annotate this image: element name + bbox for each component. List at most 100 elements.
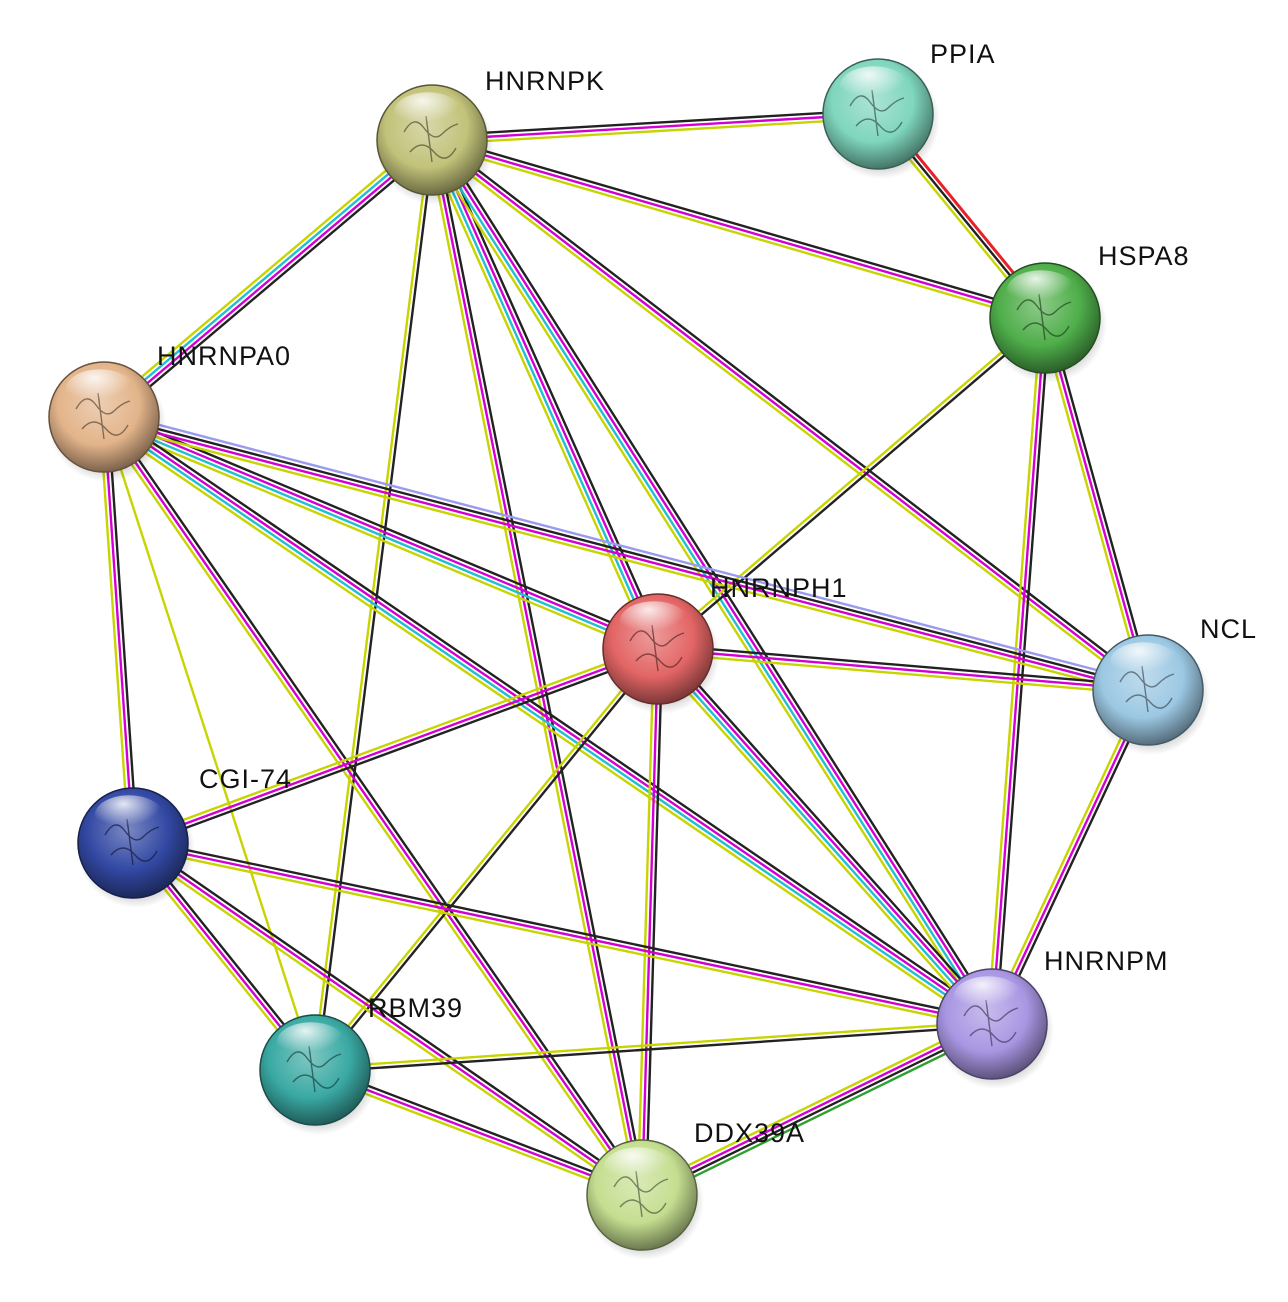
edge-line-database [430,138,1150,692]
edge-line-textmining [986,316,1043,1025]
edge-line-coexpression [645,647,664,1197]
edge-line-textmining [129,845,641,1200]
node-ncl[interactable] [1092,634,1210,755]
edge-line-database [430,112,880,142]
node-label-hnrnpk: HNRNPK [485,66,605,96]
node-gloss [603,1147,673,1187]
edge-line-experiments [101,417,659,653]
node-label-hnrnpa0: HNRNPA0 [157,341,291,371]
edge-line-database [102,417,1149,694]
edge-hnrnph1-cgi-74[interactable] [130,643,661,849]
edge-hnrnph1-hnrnpm[interactable] [652,643,998,1030]
edge-line-coexpression [106,415,139,844]
node-label-cgi-74: CGI-74 [199,764,292,794]
edge-hnrnpa0-hnrnpm[interactable] [99,410,997,1031]
edge-hnrnpa0-rbm39[interactable] [102,415,317,1072]
edge-line-coexpression [106,143,438,423]
edge-line-database [430,138,644,1197]
node-gloss [393,92,463,132]
edge-cgi-74-ddx39a[interactable] [129,838,646,1200]
edge-line-coexpression [132,837,995,1022]
node-hnrnpk[interactable] [376,84,494,205]
edge-hnrnpa0-ncl[interactable] [101,409,1151,698]
edges-layer [98,108,1154,1202]
edge-line-coexpression [661,643,998,1021]
edge-line-coexpression [315,649,661,1073]
edge-line-database [639,1020,993,1195]
edge-line-coexpression [105,410,662,645]
edge-line-experiments [428,139,658,652]
edge-line-textmining [101,421,1148,698]
edge-line-textmining [100,421,657,656]
edge-hspa8-hnrnph1[interactable] [655,315,1048,652]
edge-line-textmining [99,421,990,1031]
edge-line-database [103,413,660,649]
edge-line-coexpression [995,317,1051,1026]
edge-line-coexpression [313,1024,994,1074]
edge-line-textmining [429,142,1046,324]
edge-hnrnph1-rbm39[interactable] [312,646,661,1073]
edge-line-database [640,647,660,1197]
edge-line-coexpression [641,1024,995,1199]
edge-line-textmining [312,646,658,1070]
edge-line-textmining [98,416,131,845]
edge-line-database [103,414,995,1024]
node-gloss [839,66,909,106]
edge-line-textmining [638,1017,991,1191]
edge-line-database [432,137,662,650]
edge-line-textmining [636,647,655,1197]
edge-line-coexpression [432,134,1048,316]
edge-line-textmining [428,142,1147,695]
edge-line-coexpression [434,137,648,1196]
node-gloss [94,795,164,835]
edge-line-textmining [431,116,880,146]
edge-line-textmining [656,652,1149,696]
edge-line-coexpression [133,651,661,849]
edge-hnrnpa0-cgi-74[interactable] [98,415,139,845]
edge-hnrnpk-ddx39a[interactable] [426,137,648,1198]
edge-line-experiments [101,137,432,417]
edge-hnrnpa0-hnrnph1[interactable] [100,410,662,656]
node-label-hnrnph1: HNRNPH1 [710,573,848,603]
edge-line-textmining [98,133,430,414]
edge-hnrnph1-ddx39a[interactable] [636,647,664,1197]
edge-line-database [430,138,1047,320]
edge-hnrnpm-rbm39[interactable] [313,1020,994,1074]
node-gloss [1006,270,1076,310]
node-hnrnpa0[interactable] [48,361,166,482]
edge-line-textmining [426,139,640,1198]
edge-hnrnpa0-ddx39a[interactable] [99,413,647,1199]
node-cgi-74[interactable] [77,787,195,908]
edge-hnrnpm-ddx39a[interactable] [638,1017,996,1202]
node-hspa8[interactable] [989,262,1107,383]
edge-line-textmining [652,652,989,1030]
edge-line-coexpression [433,135,1152,688]
node-label-hspa8: HSPA8 [1098,241,1190,271]
node-label-hnrnpm: HNRNPM [1044,946,1169,976]
edge-line-coexpression [103,413,1150,690]
edge-line-database [104,140,435,420]
edge-line-coexpression [106,410,997,1020]
edge-hspa8-hnrnpm[interactable] [986,316,1051,1026]
node-ppia[interactable] [822,58,940,179]
node-label-rbm39: RBM39 [368,993,463,1023]
edge-hnrnph1-ncl[interactable] [656,643,1150,696]
edge-line-experiments [655,649,992,1027]
edge-hnrnpk-ppia[interactable] [430,108,880,146]
edge-cgi-74-hnrnpm[interactable] [130,837,995,1030]
node-label-ncl: NCL [1200,614,1257,644]
edge-hnrnpk-hnrnpa0[interactable] [98,133,438,423]
node-label-ppia: PPIA [930,39,996,69]
edge-line-database [131,841,644,1197]
node-gloss [65,369,135,409]
node-hnrnpm[interactable] [936,968,1054,1089]
node-rbm39[interactable] [259,1014,377,1135]
node-ddx39a[interactable] [586,1139,704,1260]
edge-line-textmining [425,141,654,653]
node-gloss [276,1022,346,1062]
edge-hnrnpk-hspa8[interactable] [429,134,1048,324]
node-label-ddx39a: DDX39A [694,1118,805,1148]
edge-line-textmining [130,643,658,841]
node-hnrnph1[interactable] [602,593,720,714]
